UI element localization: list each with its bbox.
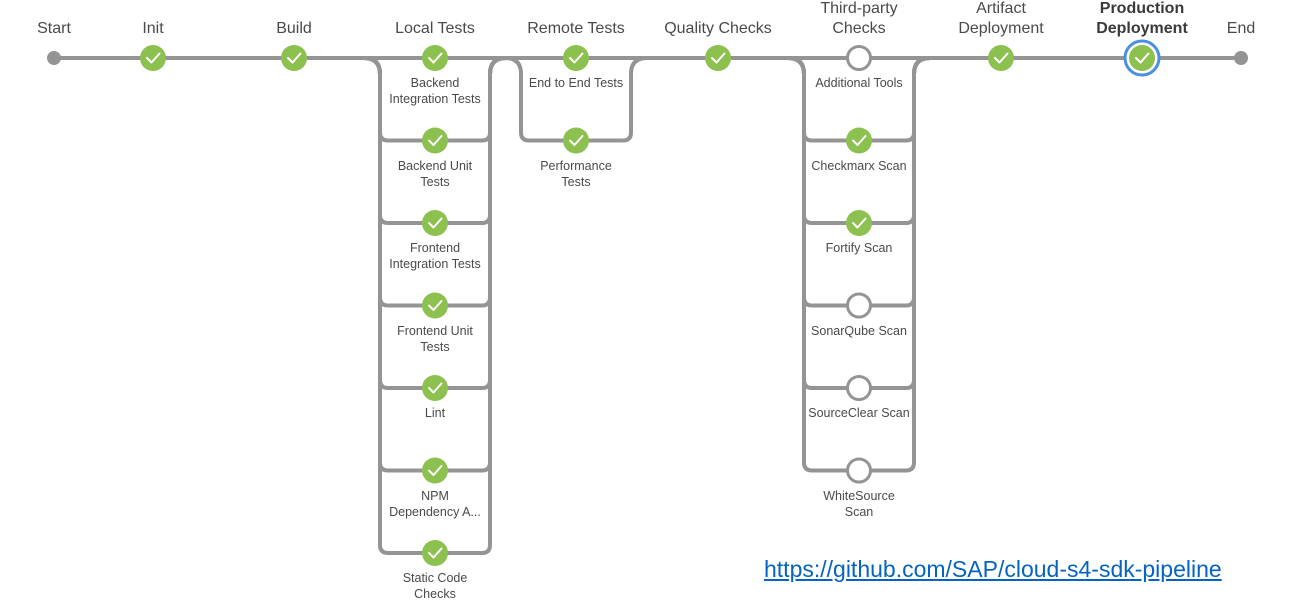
stage-title-end[interactable]: End [1226, 20, 1256, 37]
branch-connector [787, 56, 931, 308]
start-endpoint-dot [47, 51, 61, 65]
branch-label-fortify-scan[interactable]: Fortify Scan [825, 241, 893, 255]
stage-production-deployment-success-icon [1129, 45, 1155, 71]
stage-title-local-tests[interactable]: Local Tests [395, 20, 475, 37]
branch-checkmarx-scan-success-icon [846, 127, 872, 154]
checkmark-icon [428, 382, 443, 394]
branch-frontend-unit-tests-success-icon [422, 292, 448, 319]
branch-sourceclear-scan-not-built-icon [846, 375, 872, 401]
branch-static-code-checks-success-icon [422, 540, 448, 566]
branch-frontend-integration-tests-success-icon [422, 210, 448, 236]
branch-fortify-scan-success-icon [846, 210, 872, 236]
branch-npm-dependency-a-success-icon [422, 457, 448, 484]
branch-label-sonarqube-scan[interactable]: SonarQube Scan [811, 323, 907, 338]
stage-title-quality-checks[interactable]: Quality Checks [664, 20, 772, 37]
branch-backend-unit-tests-success-icon [422, 127, 448, 154]
end-endpoint-dot [1234, 51, 1248, 65]
branch-additional-tools-not-built-icon [846, 45, 872, 71]
stage-quality-checks-success-icon [705, 45, 731, 71]
stage-title-build[interactable]: Build [276, 20, 312, 37]
branch-end-to-end-tests-success-icon [563, 45, 589, 71]
stage-title-start[interactable]: Start [37, 20, 71, 37]
checkmark-icon [852, 217, 867, 229]
stage-build-success-icon [281, 45, 307, 71]
checkmark-icon [428, 300, 443, 311]
checkmark-icon [1135, 52, 1150, 64]
stage-artifact-deployment-success-icon [988, 45, 1014, 71]
branch-label-sourceclear-scan[interactable]: SourceClear Scan [808, 406, 910, 420]
checkmark-icon [428, 465, 443, 476]
checkmark-icon [569, 135, 584, 146]
stage-title-init[interactable]: Init [142, 20, 164, 37]
checkmark-icon [711, 52, 726, 64]
checkmark-icon [569, 52, 584, 64]
branch-label-end-to-end-tests[interactable]: End to End Tests [528, 76, 624, 90]
checkmark-icon [994, 52, 1009, 64]
checkmark-icon [428, 547, 443, 559]
branch-performance-tests-success-icon [563, 127, 589, 154]
branch-label-checkmarx-scan[interactable]: Checkmarx Scan [811, 158, 907, 173]
checkmark-icon [428, 217, 443, 229]
checkmark-icon [146, 52, 161, 64]
branch-label-lint[interactable]: Lint [424, 406, 446, 420]
stage-title-remote-tests[interactable]: Remote Tests [527, 20, 625, 37]
branch-label-additional-tools[interactable]: Additional Tools [815, 76, 903, 90]
stage-init-success-icon [140, 45, 166, 71]
repository-link[interactable]: https://github.com/SAP/cloud-s4-sdk-pipe… [764, 556, 1222, 582]
branch-backend-integration-tests-success-icon [422, 45, 448, 71]
branch-sonarqube-scan-not-built-icon [846, 292, 872, 319]
branch-whitesource-scan-not-built-icon [846, 457, 872, 484]
checkmark-icon [428, 52, 443, 64]
checkmark-icon [852, 135, 867, 146]
checkmark-icon [287, 52, 302, 64]
branch-lint-success-icon [422, 375, 448, 401]
checkmark-icon [428, 135, 443, 146]
